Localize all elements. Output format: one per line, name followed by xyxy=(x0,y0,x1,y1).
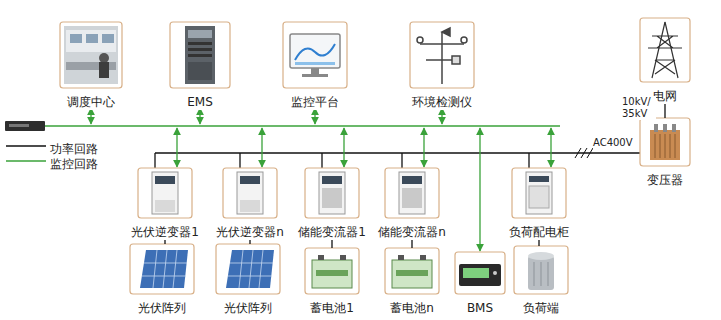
power-connector xyxy=(411,240,412,248)
legend-text: 监控回路 xyxy=(50,157,98,171)
device-node: BMS xyxy=(455,252,505,316)
legend-row: 监控回路 xyxy=(6,153,98,168)
power-bus xyxy=(155,152,640,154)
device-label: 环境检测仪 xyxy=(411,95,473,110)
switch-icon xyxy=(5,121,45,131)
device-node: 负荷端 xyxy=(514,246,568,316)
device-node: 光伏阵列 xyxy=(216,244,280,316)
power-connector xyxy=(664,104,665,118)
device-label: EMS xyxy=(186,95,214,110)
power-links xyxy=(155,153,529,168)
device-label: 变压器 xyxy=(646,173,684,188)
dispatch-photo xyxy=(64,26,118,84)
monitor-links xyxy=(91,108,551,251)
device-frames xyxy=(60,18,690,294)
power-connector xyxy=(538,240,539,246)
transformer-icon xyxy=(650,124,680,160)
device-label: 光伏阵列 xyxy=(137,301,187,316)
device-label: 监控平台 xyxy=(290,95,340,110)
cabinet-icons xyxy=(152,172,552,214)
device-label: 蓄电池n xyxy=(389,301,435,316)
device-node: 储能变流器1 xyxy=(295,168,369,240)
device-label: 负荷端 xyxy=(522,301,560,316)
power-connector xyxy=(164,240,165,244)
load-icon xyxy=(528,252,554,290)
weather-station xyxy=(417,28,467,84)
battery-icons xyxy=(312,255,432,288)
voltage-label: 10kV/ 35kV xyxy=(622,96,656,120)
bms-device xyxy=(459,264,501,286)
device-node: 光伏逆变器1 xyxy=(128,168,202,240)
ems-cabinet xyxy=(185,26,215,84)
three-phase-hatch xyxy=(575,148,593,158)
device-node: 环境检测仪 xyxy=(409,22,475,110)
switch-ports xyxy=(9,124,29,127)
legend-text: 功率回路 xyxy=(50,142,98,156)
voltage-label: AC400V xyxy=(593,137,633,149)
device-label: 储能变流器n xyxy=(377,225,447,240)
device-label: 光伏逆变器1 xyxy=(130,225,200,240)
device-label: BMS xyxy=(466,301,494,316)
device-node: 负荷配电柜 xyxy=(506,168,572,240)
device-label: 光伏逆变器n xyxy=(215,225,285,240)
power-connector xyxy=(249,240,250,244)
monitor-screen xyxy=(290,34,340,77)
device-label: 光伏阵列 xyxy=(223,301,273,316)
device-node: 电网 xyxy=(640,18,690,104)
device-label: 调度中心 xyxy=(66,95,116,110)
device-label: 储能变流器1 xyxy=(297,225,367,240)
legend-row: 功率回路 xyxy=(6,138,98,153)
legend-sample xyxy=(6,153,46,168)
monitor-bus xyxy=(45,125,560,127)
device-node: 蓄电池1 xyxy=(305,248,359,316)
legend-sample xyxy=(6,138,46,153)
power-connector xyxy=(331,240,332,248)
device-node: 储能变流器n xyxy=(375,168,449,240)
device-label: 蓄电池1 xyxy=(309,301,355,316)
device-node: 光伏逆变器n xyxy=(213,168,287,240)
device-node: 调度中心 xyxy=(60,22,122,110)
device-node: 变压器 xyxy=(640,118,690,188)
device-node: 监控平台 xyxy=(283,22,347,110)
device-node: EMS xyxy=(170,22,230,110)
pv-array-icons xyxy=(140,250,274,288)
device-label: 负荷配电柜 xyxy=(508,225,570,240)
power-tower xyxy=(648,22,682,78)
device-node: 蓄电池n xyxy=(385,248,439,316)
device-node: 光伏阵列 xyxy=(130,244,194,316)
